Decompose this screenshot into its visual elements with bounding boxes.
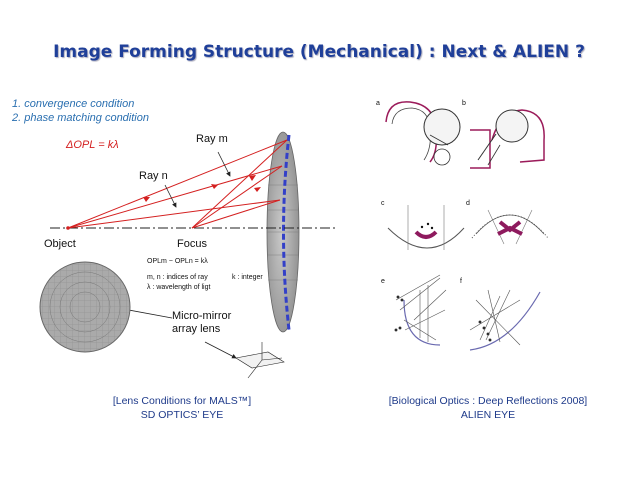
mirror-array-curve xyxy=(282,134,291,331)
right-caption: [Biological Optics : Deep Reflections 20… xyxy=(358,394,618,422)
panel-letter-d: d xyxy=(466,200,470,207)
indices-text: m, n : indices of ray xyxy=(147,274,208,281)
left-caption-line-2: SD OPTICS’ EYE xyxy=(140,409,224,421)
condition-list: 1. convergence condition 2. phase matchi… xyxy=(12,97,149,125)
panel-letter-c: c xyxy=(381,200,385,207)
k-text: k : integer xyxy=(232,274,263,281)
left-caption: [Lens Conditions for MALS™] SD OPTICS’ E… xyxy=(72,394,292,422)
panel-letter-b: b xyxy=(462,100,466,107)
panel-b xyxy=(470,109,545,169)
panel-d xyxy=(471,209,549,245)
condition-1: 1. convergence condition xyxy=(12,98,135,110)
lambda-text: λ : wavelength of ligt xyxy=(147,284,211,291)
right-caption-line-2: ALIEN EYE xyxy=(460,409,516,421)
micro-mirror-line-2: array lens xyxy=(172,323,221,335)
panel-letter-e: e xyxy=(381,278,385,285)
panel-f xyxy=(469,289,541,351)
panel-letter-f: f xyxy=(460,278,462,285)
equation: ΔOPL = kλ xyxy=(66,139,119,151)
page-title: Image Forming Structure (Mechanical) : N… xyxy=(53,42,585,62)
panel-a xyxy=(385,101,461,166)
mirror-array-disc xyxy=(39,261,131,353)
panel-c xyxy=(387,205,465,250)
rays xyxy=(67,139,288,229)
single-mirror-element xyxy=(235,342,285,379)
micro-mirror-line-1: Micro-mirror xyxy=(172,310,232,322)
object-label: Object xyxy=(44,238,76,250)
right-caption-line-1: [Biological Optics : Deep Reflections 20… xyxy=(388,395,588,407)
object-point xyxy=(66,226,70,230)
micro-mirror-label: Micro-mirror array lens xyxy=(172,310,231,336)
panel-letter-a: a xyxy=(376,100,380,107)
opl-formula: OPLm − OPLn = kλ xyxy=(147,258,208,265)
condition-2: 2. phase matching condition xyxy=(12,112,149,124)
panel-e xyxy=(394,274,447,346)
left-caption-line-1: [Lens Conditions for MALS™] xyxy=(112,395,252,407)
focus-label: Focus xyxy=(177,238,207,250)
ray-m-label: Ray m xyxy=(196,133,228,145)
ray-n-label: Ray n xyxy=(139,170,168,182)
